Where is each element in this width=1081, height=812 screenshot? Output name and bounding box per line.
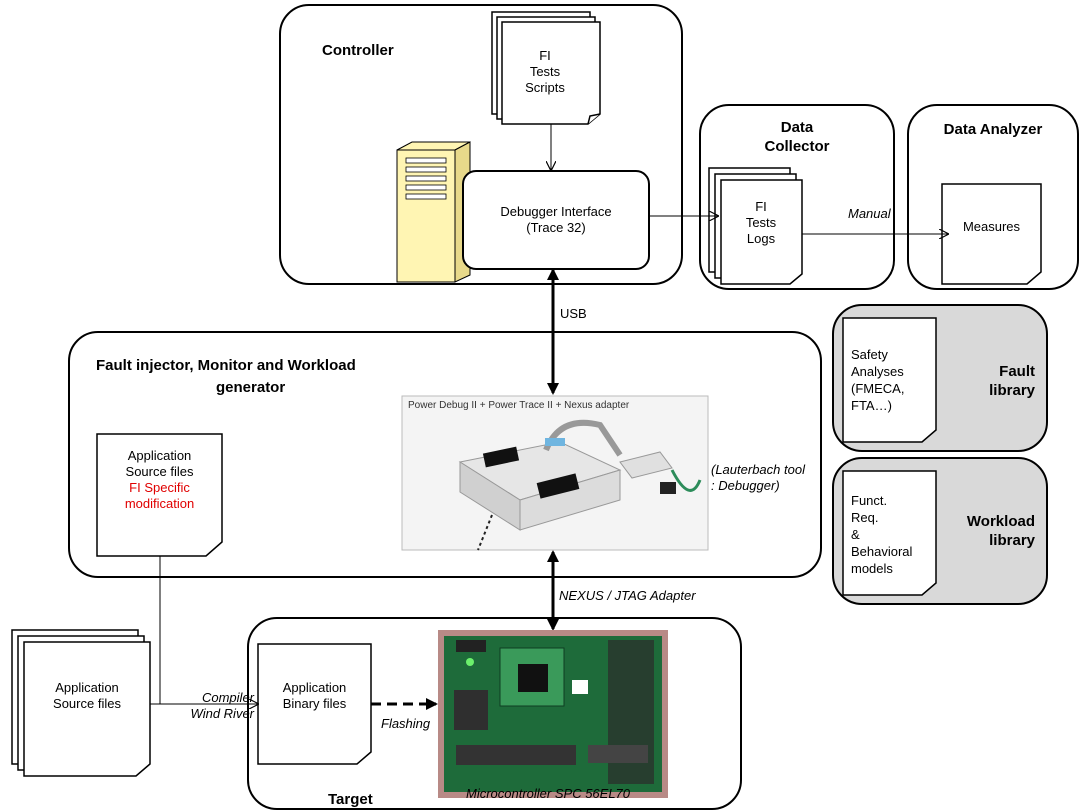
photo-caption: Power Debug II + Power Trace II + Nexus … — [408, 400, 630, 411]
usb-label: USB — [560, 306, 587, 321]
lauterbach-label: (Lauterbach tool : Debugger) — [711, 462, 805, 493]
scripts-doc-stack — [491, 11, 601, 125]
funct-req-doc — [842, 470, 937, 596]
mcu-caption: Microcontroller SPC 56EL70 — [466, 786, 631, 801]
scripts-doc-label: FI Tests Scripts — [525, 48, 565, 95]
data-collector-title: Data Collector — [764, 119, 830, 155]
nexus-label: NEXUS / JTAG Adapter — [559, 588, 696, 603]
binary-doc — [257, 643, 372, 765]
funct-req-doc-label: Funct. Req. & Behavioral models — [851, 493, 913, 576]
app-source-stack — [11, 629, 151, 777]
manual-label: Manual — [848, 206, 891, 221]
debugger-interface-box[interactable]: Debugger Interface (Trace 32) — [462, 170, 650, 270]
server-icon — [396, 141, 471, 283]
binary-doc-label: Application Binary files — [282, 680, 347, 711]
safety-doc-label: Safety Analyses (FMECA, FTA…) — [851, 347, 905, 413]
logs-doc-label: FI Tests Logs — [745, 199, 777, 246]
microcontroller-photo — [438, 630, 668, 798]
measures-doc-label: Measures — [962, 219, 1021, 234]
compiler-label: Compiler Wind River — [190, 690, 254, 721]
app-src-fi-label: Application Source files FI Specific mod… — [124, 448, 195, 511]
controller-title: Controller — [322, 42, 394, 59]
measures-doc — [941, 183, 1042, 285]
target-title: Target — [328, 791, 373, 808]
flashing-label: Flashing — [381, 716, 431, 731]
data-analyzer-title: Data Analyzer — [943, 121, 1043, 138]
fault-injector-title: Fault injector, Monitor and Workload gen… — [96, 357, 356, 396]
app-src-fi-doc — [96, 433, 223, 557]
workload-library-title: Workload library — [966, 513, 1035, 549]
logs-doc-stack — [708, 167, 803, 285]
app-source-stack-label: Application Source files — [53, 680, 121, 711]
safety-doc — [842, 317, 937, 443]
lauterbach-photo — [401, 395, 709, 551]
fault-library-title: Fault library — [989, 363, 1035, 399]
